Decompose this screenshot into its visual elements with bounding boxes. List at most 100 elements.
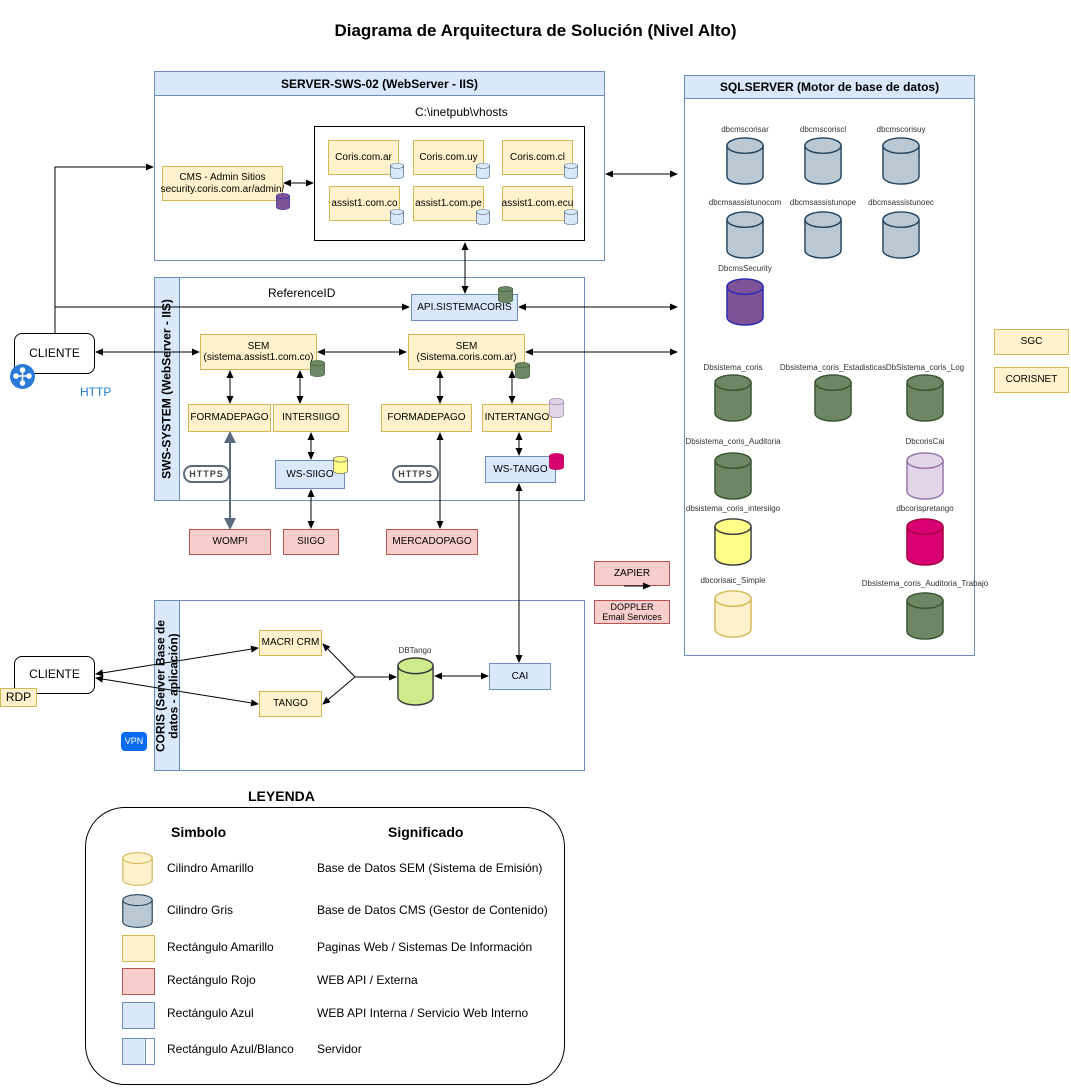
sem-label: SEM (455, 340, 478, 352)
siigo: SIIGO (283, 529, 339, 555)
server-sws-02-title: SERVER-SWS-02 (WebServer - IIS) (155, 72, 604, 96)
database-cylinder (814, 374, 852, 422)
wompi: WOMPI (189, 529, 271, 555)
site-coris-ar: Coris.com.ar (328, 140, 399, 175)
database-icon (390, 209, 404, 225)
azure-network-icon (10, 364, 35, 389)
cms-url: security.coris.com.ar/admin/ (160, 183, 285, 195)
database-cylinder (906, 592, 944, 640)
sem-assist1-co: SEM(sistema.assist1.com.co) (200, 334, 317, 370)
reference-id-label: ReferenceID (268, 286, 336, 300)
macri-crm: MACRI CRM (259, 630, 322, 656)
database-label: dbcorispretango (896, 504, 954, 513)
legend-symbol: Rectángulo Azul/Blanco (167, 1042, 294, 1056)
site-assist1-ecu: assist1.com.ecu (502, 186, 573, 221)
database-icon (476, 163, 490, 179)
database-icon (276, 193, 290, 210)
legend-col-symbol: Simbolo (171, 824, 227, 840)
sem-coris-ar: SEM(Sistema.coris.com.ar) (408, 334, 525, 370)
database-icon (549, 398, 564, 418)
site-coris-cl: Coris.com.cl (502, 140, 573, 175)
database-icon (549, 453, 564, 470)
database-cylinder (726, 137, 764, 185)
database-icon (390, 163, 404, 179)
site-assist1-pe: assist1.com.pe (413, 186, 484, 221)
database-icon (310, 360, 325, 377)
database-label: dbcmsassistunocom (708, 198, 782, 207)
database-icon (476, 209, 490, 225)
database-label: DbcmsSecurity (718, 264, 772, 273)
legend-meaning: Base de Datos CMS (Gestor de Contenido) (317, 903, 548, 917)
intertango: INTERTANGO (482, 404, 552, 432)
database-cylinder (906, 374, 944, 422)
site-assist1-co: assist1.com.co (329, 186, 400, 221)
legend-meaning: WEB API / Externa (317, 973, 418, 987)
tango: TANGO (259, 691, 322, 717)
legend-meaning: Base de Datos SEM (Sistema de Emisión) (317, 861, 543, 875)
database-cylinder (714, 590, 752, 638)
legend-symbol: Rectángulo Amarillo (167, 940, 274, 954)
coris-title: CORIS (Server Base de datos - aplicación… (153, 619, 180, 752)
database-label: Dbsistema_coris_Estadisticas (779, 363, 887, 372)
legend-title: LEYENDA (248, 788, 315, 804)
database-cylinder (726, 278, 764, 326)
database-label: DbcorisCai (905, 437, 945, 446)
database-cylinder (726, 211, 764, 259)
cai: CAI (489, 663, 551, 690)
corisnet: CORISNET (994, 367, 1069, 393)
database-label: dbcmsassistunope (789, 198, 857, 207)
database-cylinder (906, 518, 944, 566)
mercadopago: MERCADOPAGO (386, 529, 478, 555)
legend-symbol: Cilindro Gris (167, 903, 234, 917)
database-cylinder (882, 211, 920, 259)
database-cylinder (714, 374, 752, 422)
database-label: Dbsistema_coris_Auditoria (685, 437, 781, 446)
database-label: Dbsistema_coris_Auditoria_Trabajo (861, 579, 989, 588)
zapier: ZAPIER (594, 561, 670, 586)
database-label: Dbsistema_coris (703, 363, 763, 372)
legend-blue-rect-icon (122, 1002, 155, 1029)
ws-tango: WS-TANGO (485, 456, 556, 483)
database-cylinder (714, 518, 752, 566)
https-badge: HTTPS (392, 465, 439, 483)
dbtango-cylinder (397, 657, 434, 706)
sem-host: (sistema.assist1.com.co) (203, 352, 314, 363)
database-cylinder (882, 137, 920, 185)
database-icon (498, 286, 513, 303)
legend-meaning: Paginas Web / Sistemas De Información (317, 940, 533, 954)
vhosts-path: C:\inetpub\vhosts (415, 105, 508, 119)
legend-symbol: Rectángulo Azul (167, 1006, 254, 1020)
database-label: dbcmsassistunoec (868, 198, 934, 207)
cliente-rdp: CLIENTE (14, 656, 95, 694)
doppler-label: DOPPLER (610, 601, 654, 612)
sem-host: (Sistema.coris.com.ar) (416, 352, 517, 363)
database-icon (564, 209, 578, 225)
legend-blue-white-rect-icon (122, 1038, 155, 1065)
vpn-icon: VPN (121, 732, 147, 751)
database-label: dbcorisaic_Simple (700, 576, 766, 585)
rdp-label: RDP (0, 688, 37, 707)
database-icon (333, 456, 348, 474)
database-label: dbsistema_coris_intersiigo (685, 504, 781, 513)
doppler-sub: Email Services (602, 612, 662, 622)
database-cylinder (804, 211, 842, 259)
site-coris-uy: Coris.com.uy (413, 140, 484, 175)
sem-label: SEM (247, 340, 270, 352)
legend-meaning: Servidor (317, 1042, 362, 1056)
legend-symbol: Rectángulo Rojo (167, 973, 256, 987)
legend-red-rect-icon (122, 968, 155, 995)
database-label: DbSistema_coris_Log (885, 363, 965, 372)
legend-col-meaning: Significado (388, 824, 464, 840)
legend-yellow-rect-icon (122, 935, 155, 962)
database-label: dbcmscoriscl (799, 125, 847, 134)
database-cylinder (804, 137, 842, 185)
database-cylinder (714, 452, 752, 500)
formadepago-ar: FORMADEPAGO (381, 404, 472, 432)
database-icon (564, 163, 578, 179)
sqlserver-title: SQLSERVER (Motor de base de datos) (685, 76, 974, 99)
legend-yellow-cylinder-icon (122, 852, 153, 886)
legend-box (85, 807, 565, 1085)
